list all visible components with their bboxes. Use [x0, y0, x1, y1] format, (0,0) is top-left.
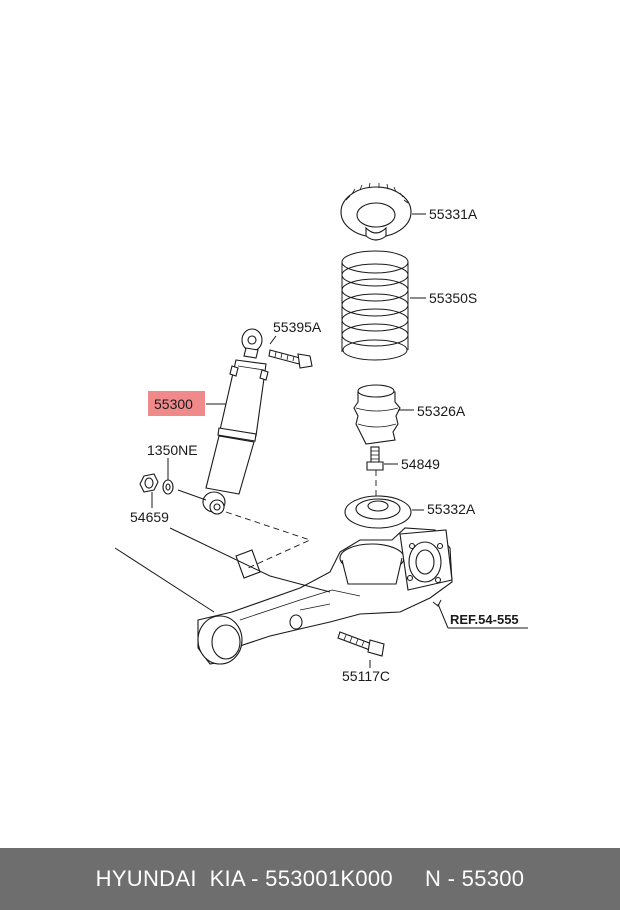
label-1350NE: 1350NE	[147, 442, 198, 458]
nut-54659	[139, 473, 159, 493]
bump-stopper-55326A	[353, 384, 401, 445]
label-54659: 54659	[130, 509, 169, 525]
upper-spring-seat-55331A	[340, 182, 412, 241]
footer-text: HYUNDAI KIA - 553001K000 N - 55300	[95, 866, 525, 891]
label-ref: REF.54-555	[450, 612, 519, 627]
washer-1350NE	[162, 479, 174, 495]
bolt-54849	[366, 446, 384, 471]
label-55117C: 55117C	[342, 668, 390, 684]
highlight-55300	[148, 391, 205, 416]
label-54849: 54849	[401, 456, 440, 472]
coil-spring-55350S	[341, 250, 409, 361]
leader-lines	[114, 213, 528, 668]
label-55395A: 55395A	[273, 319, 322, 335]
bolt-55395A	[268, 349, 313, 369]
label-55332A: 55332A	[427, 501, 476, 517]
label-55331A: 55331A	[429, 206, 478, 222]
part-number-footer: HYUNDAI KIA - 553001K000 N - 55300	[0, 848, 620, 910]
label-55326A: 55326A	[417, 403, 466, 419]
label-55300: 55300	[154, 396, 193, 412]
shock-absorber-55300	[202, 328, 269, 515]
label-55350S: 55350S	[429, 290, 477, 306]
lower-spring-pad-55332A	[344, 495, 412, 529]
bolt-55117C	[337, 631, 385, 657]
exploded-parts-diagram: 55331A 55350S 55395A 55300 55326A 1350NE…	[114, 182, 528, 684]
rear-axle-beam	[197, 527, 453, 665]
